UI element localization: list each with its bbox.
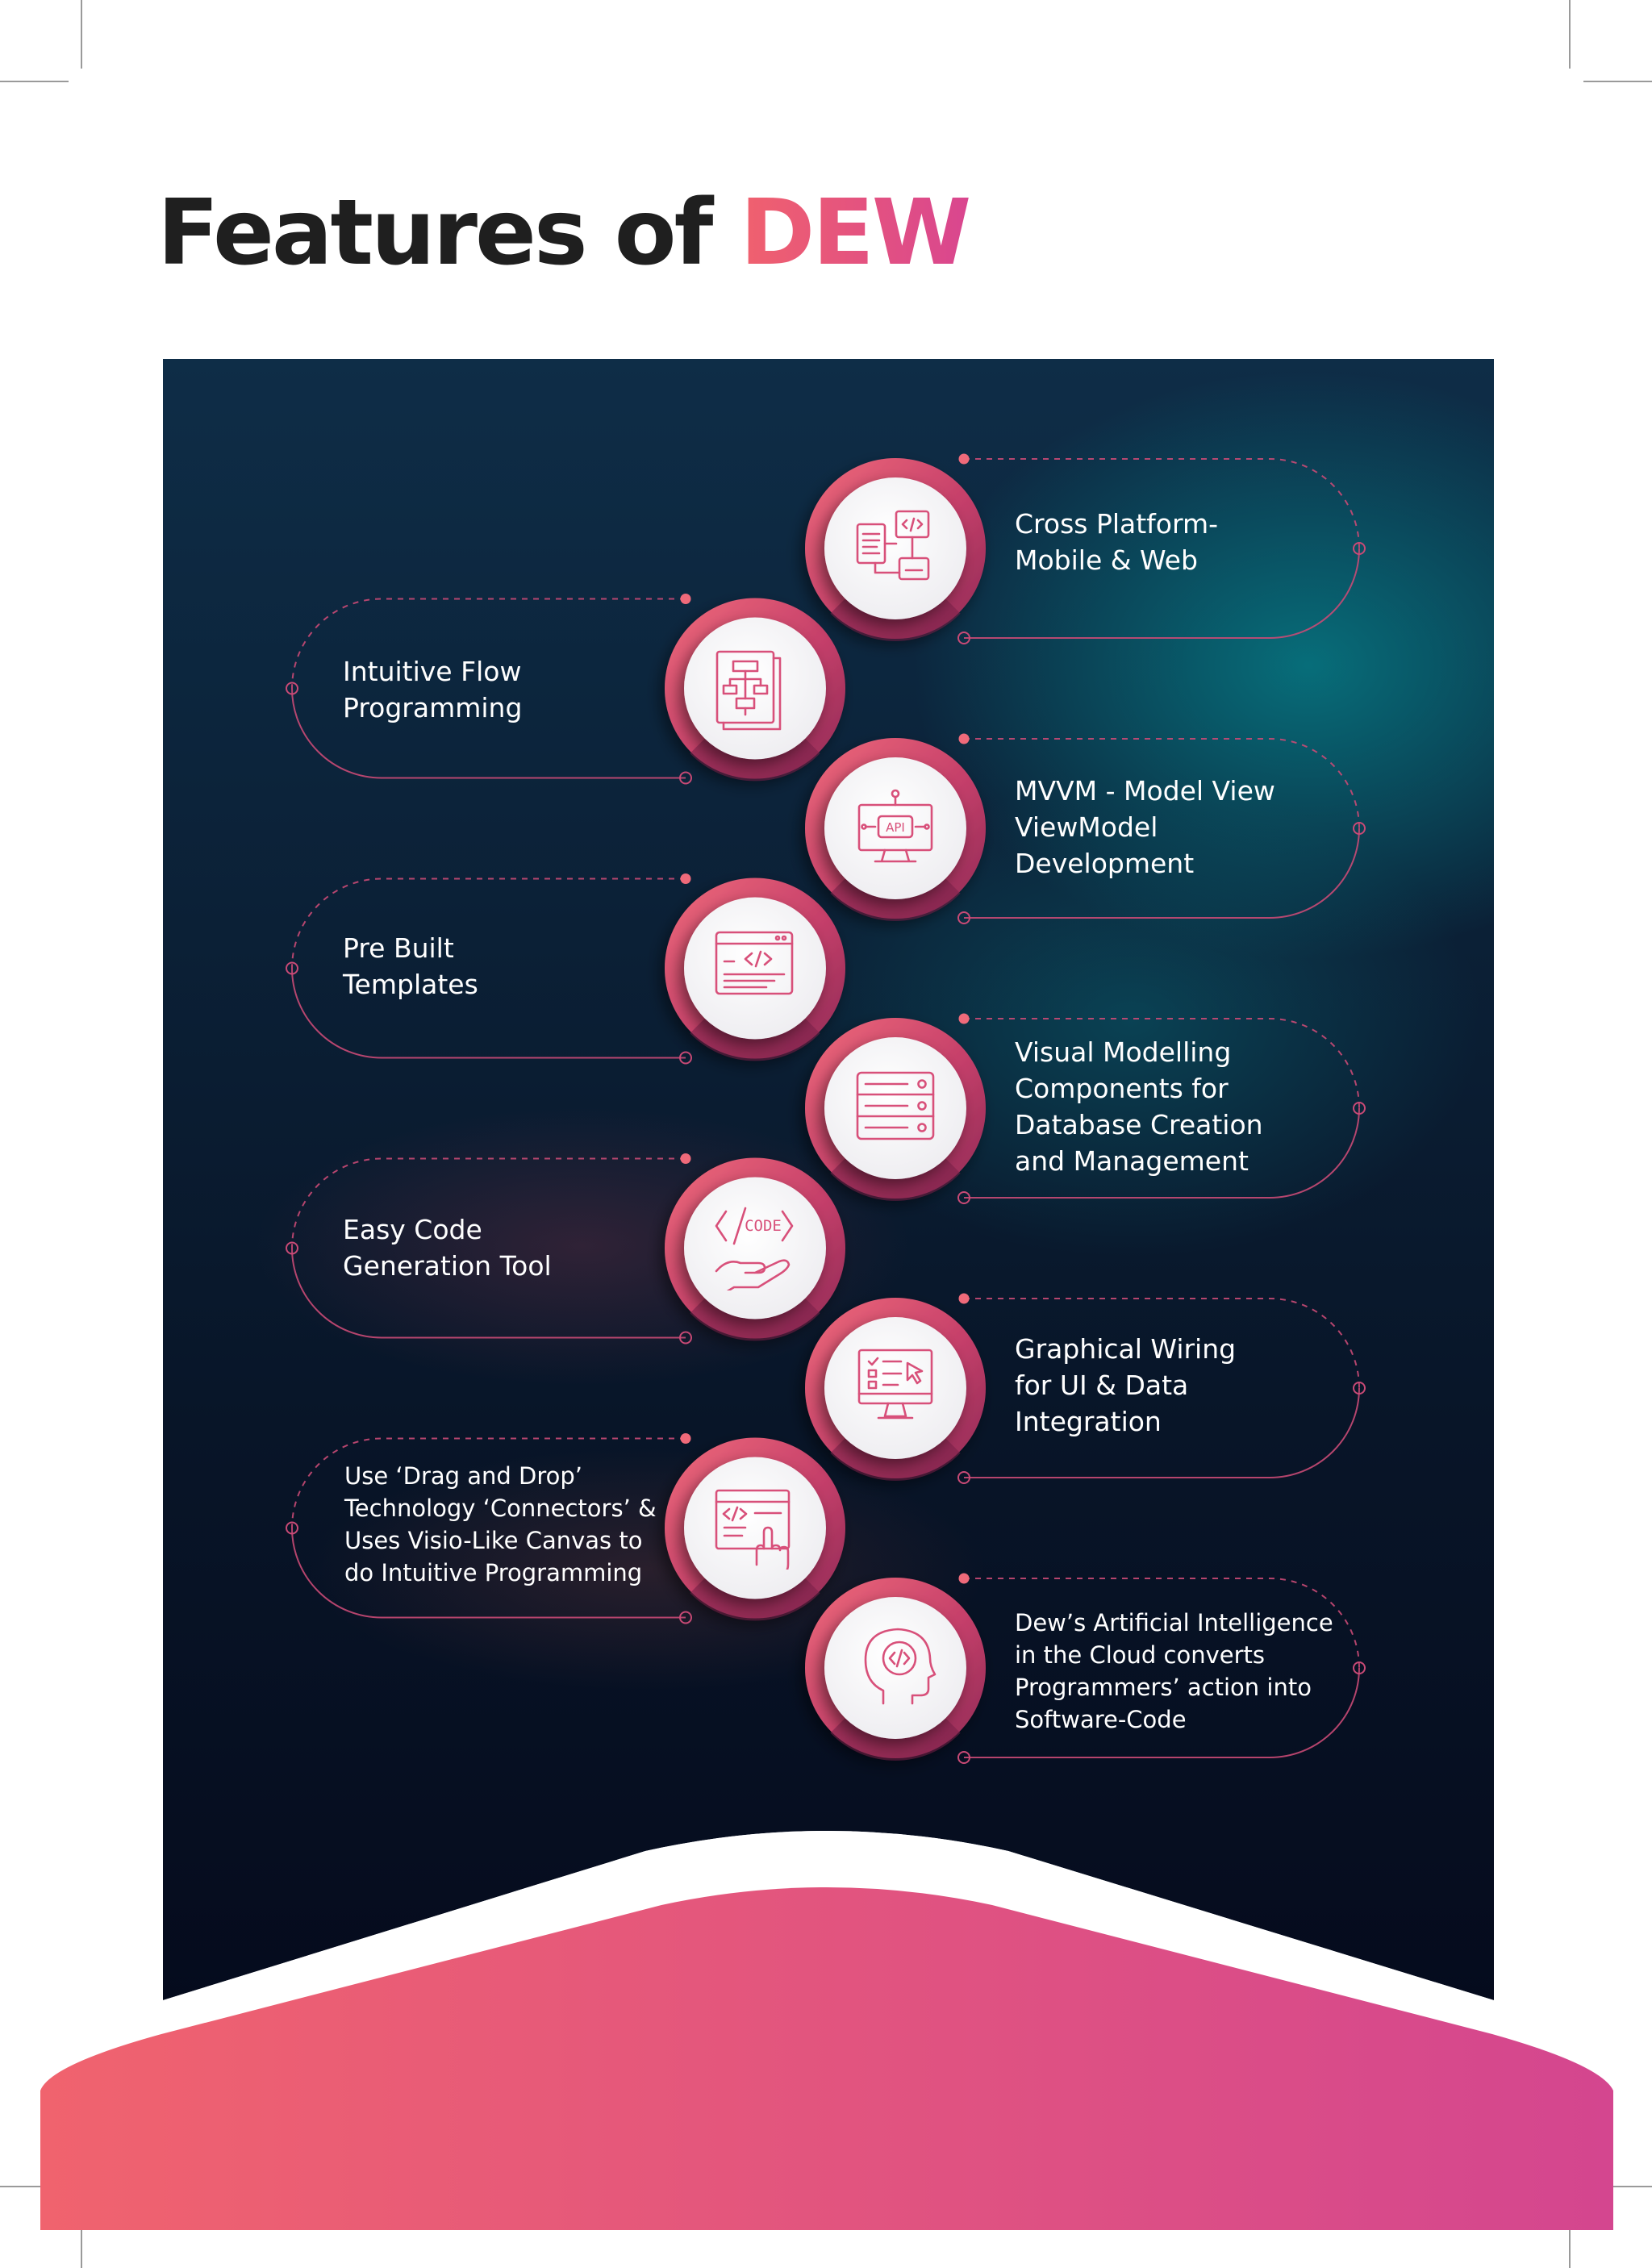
features-panel: [163, 359, 1494, 2004]
code-window-icon: [715, 931, 794, 995]
feature-line: Development: [1015, 848, 1195, 879]
crop-mark: [0, 2186, 69, 2187]
feature-line: Uses Visio-Like Canvas to: [344, 1527, 643, 1554]
feature-line: Database Creation: [1015, 1109, 1263, 1140]
feature-line: Software-Code: [1015, 1706, 1187, 1733]
title-prefix: Features of: [157, 181, 713, 286]
feature-line: Graphical Wiring: [1015, 1333, 1237, 1365]
crop-mark: [0, 81, 69, 82]
feature-text-8: Use ‘Drag and Drop’ Technology ‘Connecto…: [344, 1460, 657, 1589]
crop-mark: [81, 2199, 82, 2268]
crop-mark: [1569, 2199, 1571, 2268]
api-monitor-icon: API: [857, 789, 933, 863]
feature-line: Visual Modelling: [1015, 1036, 1232, 1068]
feature-line: Easy Code: [343, 1214, 482, 1245]
crop-mark: [81, 0, 82, 69]
flow-chart-icon: [715, 650, 782, 731]
feature-line: Pre Built: [343, 932, 454, 964]
feature-line: in the Cloud converts: [1015, 1641, 1265, 1669]
feature-text-2: Intuitive Flow Programming: [343, 653, 522, 726]
database-server-icon: [856, 1071, 935, 1140]
page-title: Features of DEW: [157, 179, 971, 287]
ai-head-icon: [864, 1628, 937, 1705]
crop-mark: [1583, 81, 1652, 82]
svg-text:CODE: CODE: [745, 1217, 782, 1235]
drag-drop-icon: [715, 1489, 791, 1570]
feature-line: MVVM - Model View: [1015, 775, 1275, 807]
feature-line: Technology ‘Connectors’ &: [344, 1495, 657, 1522]
feature-line: Use ‘Drag and Drop’: [344, 1462, 583, 1490]
feature-text-1: Cross Platform- Mobile & Web: [1015, 506, 1218, 578]
feature-line: Components for: [1015, 1073, 1229, 1104]
feature-line: Templates: [343, 969, 478, 1000]
feature-text-4: Pre Built Templates: [343, 930, 478, 1003]
crop-mark: [1583, 2186, 1652, 2187]
feature-line: and Management: [1015, 1145, 1249, 1177]
ui-wiring-icon: [857, 1349, 933, 1420]
feature-line: Cross Platform-: [1015, 508, 1219, 540]
feature-line: Integration: [1015, 1406, 1162, 1437]
feature-line: Mobile & Web: [1015, 544, 1198, 576]
feature-text-3: MVVM - Model View ViewModel Development: [1015, 773, 1275, 882]
feature-line: ViewModel: [1015, 811, 1158, 843]
feature-text-7: Graphical Wiring for UI & Data Integrati…: [1015, 1331, 1236, 1440]
feature-line: Generation Tool: [343, 1250, 552, 1282]
feature-line: Dew’s Artificial Intelligence: [1015, 1609, 1333, 1636]
svg-text:API: API: [886, 820, 905, 835]
feature-line: Intuitive Flow: [343, 656, 522, 687]
feature-line: Programmers’ action into: [1015, 1674, 1312, 1701]
feature-line: for UI & Data: [1015, 1370, 1189, 1401]
code-hand-icon: CODE: [715, 1207, 794, 1290]
crop-mark: [1569, 0, 1571, 69]
feature-line: do Intuitive Programming: [344, 1559, 643, 1586]
title-brand: DEW: [740, 181, 971, 286]
feature-line: Programming: [343, 692, 523, 723]
feature-text-5: Visual Modelling Components for Database…: [1015, 1034, 1263, 1179]
cross-platform-icon: [856, 510, 930, 581]
feature-text-9: Dew’s Artificial Intelligence in the Clo…: [1015, 1607, 1333, 1736]
feature-text-6: Easy Code Generation Tool: [343, 1211, 552, 1284]
